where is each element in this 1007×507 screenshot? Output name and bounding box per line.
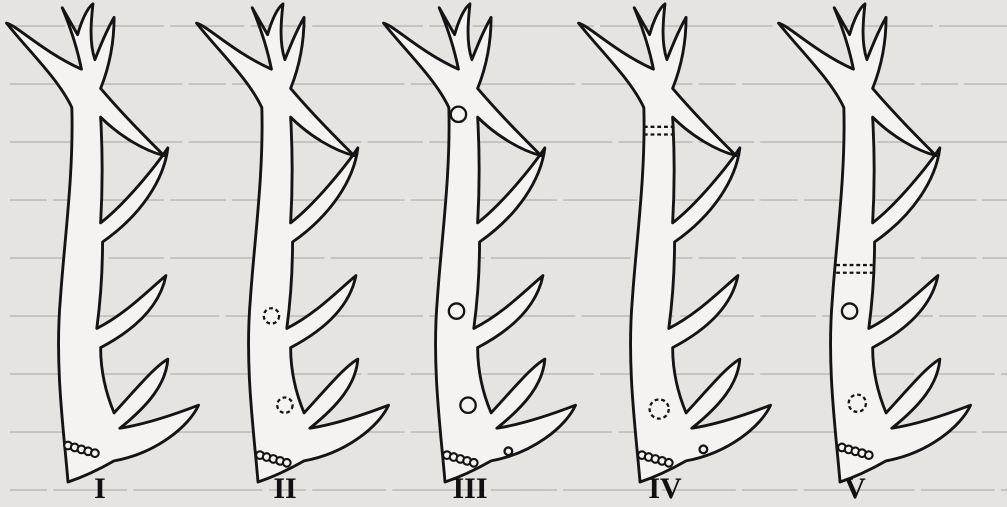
panel-label-5: V	[844, 472, 866, 505]
panel-label-1: I	[94, 472, 106, 505]
svg-text:── ──── ────── ── ─── ────── ─: ── ──── ────── ── ─── ────── ────	[519, 185, 1007, 214]
panel-label-4: IV	[648, 472, 682, 505]
svg-text:─── ───── ──── ─── ────── ── ─: ─── ───── ──── ─── ────── ── ────	[519, 301, 1007, 330]
svg-text:────── ─── ── ───── ──── ─── ─: ────── ─── ── ───── ──── ─── ────	[519, 243, 1007, 272]
panel-label-3: III	[452, 472, 487, 505]
svg-text:── ───── ──── ─── ────── ────: ── ───── ──── ─── ────── ──── ───	[519, 475, 1007, 504]
svg-text:─── ────── ── ───── ──── ── ──: ─── ────── ── ───── ──── ── ─────	[519, 69, 1007, 98]
panel-label-2: II	[273, 472, 296, 505]
